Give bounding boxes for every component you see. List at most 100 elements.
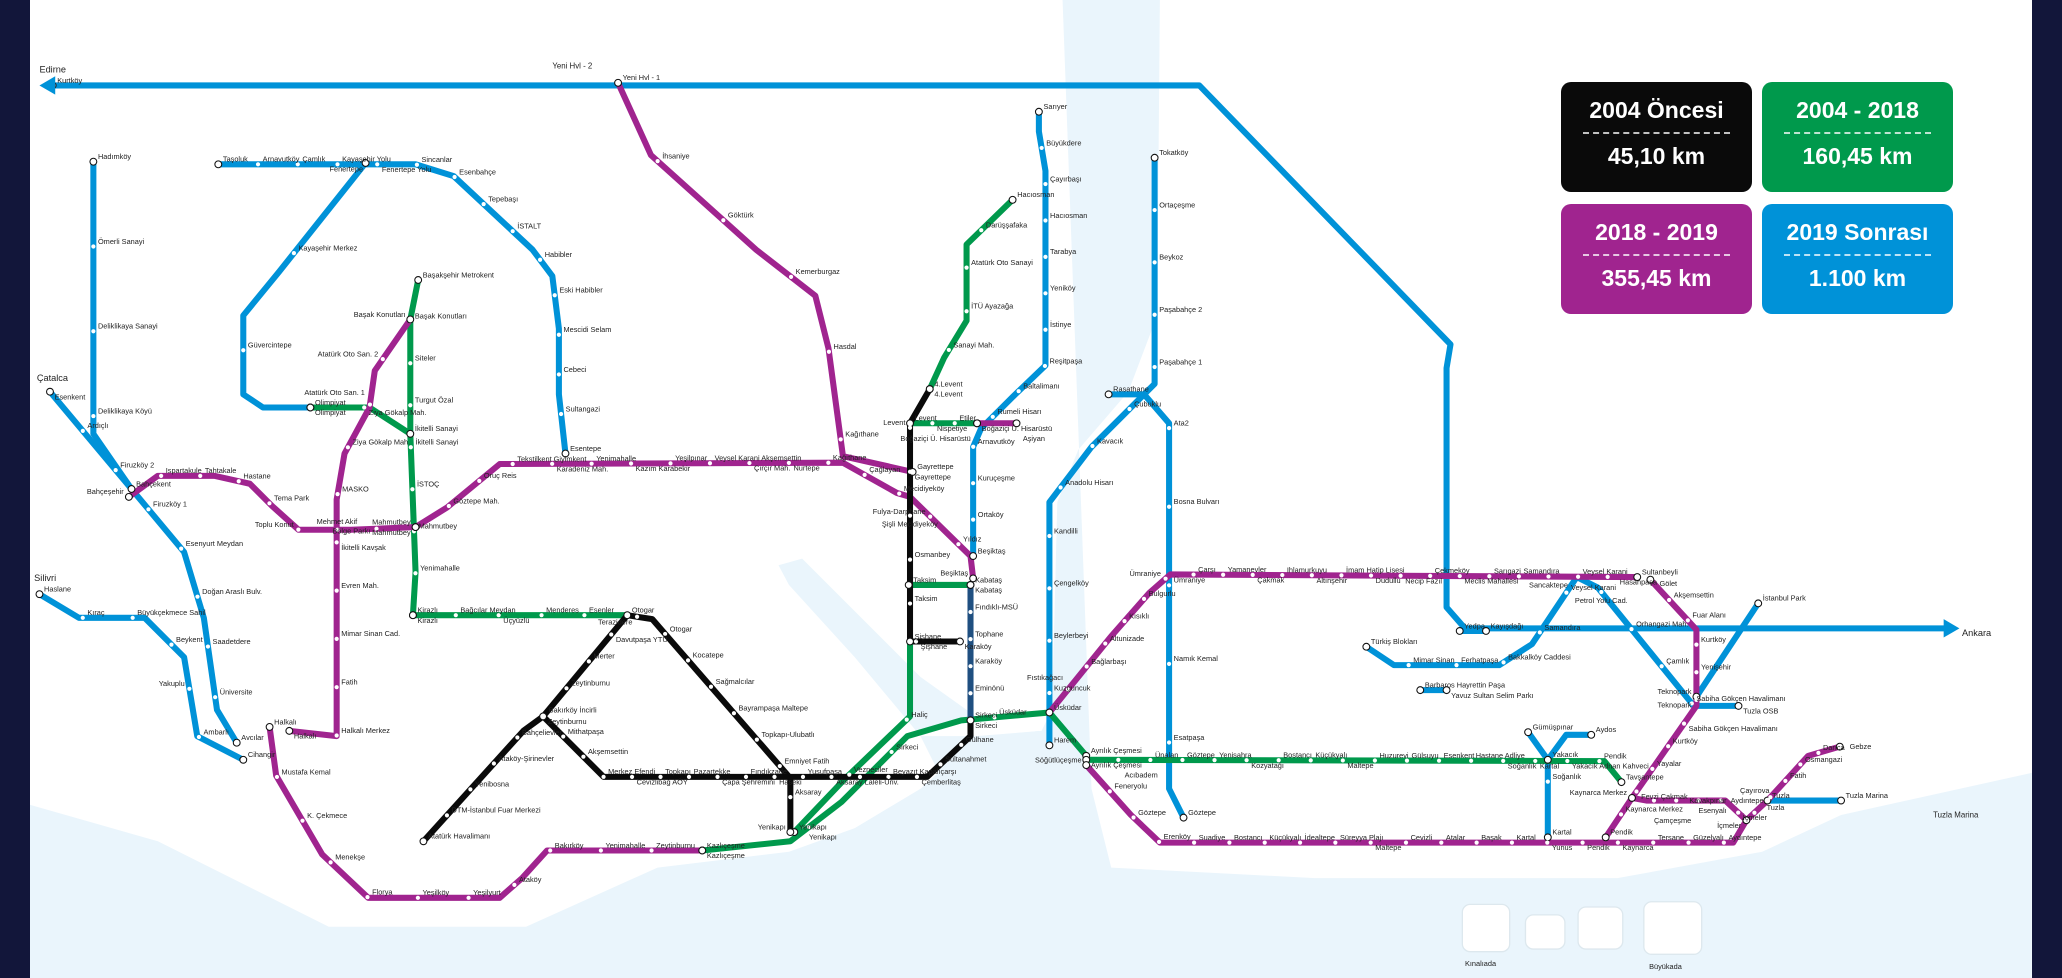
station-dot[interactable] [146,507,151,512]
station-dot[interactable] [1398,573,1403,578]
station-dot[interactable] [241,348,246,353]
station-dot[interactable] [788,274,794,280]
station-dot[interactable] [406,429,415,438]
station-dot[interactable] [236,479,241,484]
station-dot[interactable] [561,734,566,739]
station-dot[interactable] [1686,840,1691,845]
station-dot[interactable] [239,755,248,764]
station-dot[interactable] [1043,327,1048,332]
station-dot[interactable] [414,162,420,167]
station-dot[interactable] [668,461,673,466]
station-dot[interactable] [1516,574,1522,579]
station-dot[interactable] [1601,833,1610,842]
station-dot[interactable] [89,157,98,166]
station-dot[interactable] [365,895,370,900]
station-dot[interactable] [466,895,471,900]
station-dot[interactable] [285,726,294,735]
station-dot[interactable] [1191,840,1197,845]
station-dot[interactable] [1718,798,1723,803]
station-dot[interactable] [968,609,973,615]
station-dot[interactable] [1666,744,1671,749]
station-dot[interactable] [826,460,831,465]
station-dot[interactable] [956,542,961,547]
station-dot[interactable] [601,774,606,779]
station-dot[interactable] [968,637,973,642]
station-dot[interactable] [124,492,133,501]
station-dot[interactable] [214,160,223,169]
station-dot[interactable] [453,613,458,618]
station-dot[interactable] [925,385,934,394]
station-dot[interactable] [1212,758,1217,763]
station-dot[interactable] [548,848,553,853]
station-dot[interactable] [649,848,654,853]
station-dot[interactable] [973,419,982,428]
station-dot[interactable] [971,444,976,449]
station-dot[interactable] [1166,504,1172,509]
station-dot[interactable] [847,772,852,777]
station-dot[interactable] [1152,312,1157,317]
station-dot[interactable] [415,895,420,900]
station-dot[interactable] [187,686,192,691]
station-dot[interactable] [1545,779,1550,784]
station-dot[interactable] [1403,840,1409,845]
station-dot[interactable] [731,711,737,716]
station-dot[interactable] [1047,533,1052,539]
station-dot[interactable] [1156,839,1162,844]
station-dot[interactable] [1150,153,1159,162]
station-dot[interactable] [1501,758,1506,763]
station-dot[interactable] [1721,840,1726,845]
station-dot[interactable] [1694,670,1699,675]
station-dot[interactable] [969,574,978,583]
station-dot[interactable] [990,414,995,419]
station-dot[interactable] [1543,833,1552,842]
station-dot[interactable] [1276,758,1281,763]
station-dot[interactable] [708,684,714,689]
station-dot[interactable] [581,754,586,759]
station-dot[interactable] [205,644,211,649]
station-dot[interactable] [1152,207,1157,213]
station-dot[interactable] [1416,686,1425,695]
station-dot[interactable] [1487,574,1492,579]
station-dot[interactable] [628,461,634,466]
station-dot[interactable] [1084,664,1089,669]
station-dot[interactable] [886,774,891,779]
station-dot[interactable] [964,265,969,270]
station-dot[interactable] [130,615,135,620]
station-dot[interactable] [334,685,339,690]
station-dot[interactable] [968,664,973,669]
station-dot[interactable] [938,762,943,767]
station-dot[interactable] [897,491,902,496]
station-dot[interactable] [1694,642,1699,647]
station-dot[interactable] [1262,840,1267,845]
station-dot[interactable] [367,402,373,407]
station-dot[interactable] [1221,572,1226,577]
station-dot[interactable] [198,473,203,478]
station-dot[interactable] [721,218,726,223]
station-dot[interactable] [754,737,759,742]
station-dot[interactable] [658,774,663,779]
station-dot[interactable] [375,162,380,167]
station-dot[interactable] [335,492,340,497]
station-dot[interactable] [1455,627,1464,635]
station-dot[interactable] [444,813,450,818]
station-dot[interactable] [1617,778,1626,787]
station-dot[interactable] [1575,574,1581,579]
station-dot[interactable] [634,614,640,619]
station-dot[interactable] [946,347,951,353]
station-dot[interactable] [556,332,562,337]
station-dot[interactable] [1104,390,1113,399]
station-dot[interactable] [1058,485,1063,490]
station-dot[interactable] [213,695,218,700]
station-dot[interactable] [1667,597,1672,603]
station-dot[interactable] [345,445,351,450]
station-dot[interactable] [510,461,515,467]
station-dot[interactable] [838,437,843,442]
station-dot[interactable] [1457,573,1462,579]
station-dot[interactable] [362,405,367,410]
station-dot[interactable] [1681,721,1687,726]
station-dot[interactable] [1752,810,1757,815]
station-dot[interactable] [510,229,515,234]
station-dot[interactable] [1152,260,1157,265]
station-dot[interactable] [35,590,44,599]
station-dot[interactable] [609,632,614,637]
